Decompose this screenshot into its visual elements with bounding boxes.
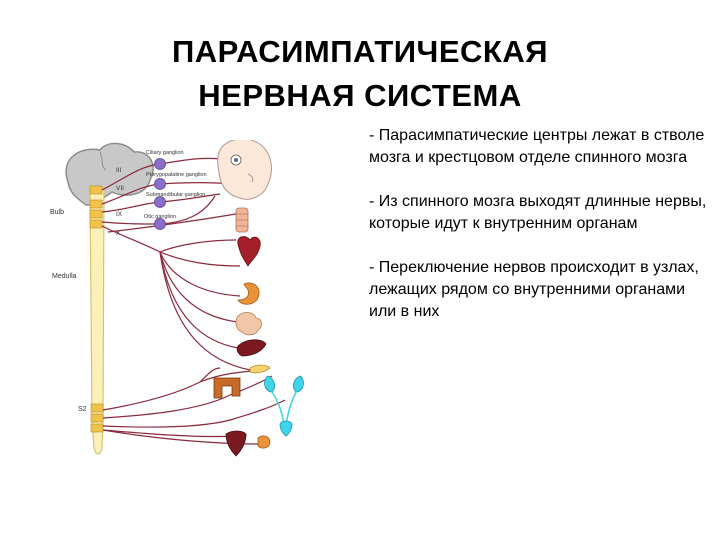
colon-icon bbox=[213, 377, 241, 399]
bullet-list: - Парасимпатические центры лежат в ствол… bbox=[369, 125, 709, 345]
spinal-cord bbox=[89, 187, 105, 455]
parasympathetic-diagram: Bulb Medulla S2 III VII IX X Ciliary gan… bbox=[50, 140, 304, 457]
liver-icon bbox=[236, 339, 267, 357]
brain-icon bbox=[65, 142, 154, 206]
page-title-line-1: ПАРАСИМПАТИЧЕСКАЯ bbox=[171, 34, 548, 69]
sacral-nuclei bbox=[90, 403, 104, 433]
ganglion-label: Ciliary ganglion bbox=[146, 150, 184, 156]
trachea-icon bbox=[235, 207, 249, 233]
bladder-icon bbox=[279, 420, 293, 437]
uterus-icon bbox=[225, 430, 247, 457]
cranial-nerve-label: III bbox=[116, 167, 122, 174]
page-title-line-2: НЕРВНАЯ СИСТЕМА bbox=[198, 78, 522, 113]
pancreas-icon bbox=[249, 364, 271, 374]
reproductive-organ-icon bbox=[257, 435, 271, 449]
medulla-label: Medulla bbox=[52, 273, 77, 280]
s2-label: S2 bbox=[78, 406, 87, 413]
cranial-nerve-label: VII bbox=[116, 185, 124, 192]
head-icon bbox=[217, 140, 272, 200]
bulb-label: Bulb bbox=[50, 209, 64, 216]
intestine-icon bbox=[235, 312, 262, 336]
ganglion-label: Pterygopalatine ganglion bbox=[146, 172, 207, 178]
bullet-item: - Переключение нервов происходит в узлах… bbox=[369, 259, 699, 320]
nerve-pathways bbox=[101, 157, 286, 445]
brainstem-nuclei bbox=[89, 185, 103, 229]
kidney-icon bbox=[264, 375, 304, 425]
bullet-item: - Из спинного мозга выходят длинные нерв… bbox=[369, 193, 707, 232]
ganglion-label: Otic ganglion bbox=[144, 214, 176, 220]
ganglion-label: Submandibular ganglion bbox=[146, 192, 205, 198]
bullet-item: - Парасимпатические центры лежат в ствол… bbox=[369, 127, 705, 166]
cranial-nerve-label: IX bbox=[116, 211, 123, 218]
ganglia bbox=[154, 158, 166, 230]
heart-icon bbox=[237, 236, 261, 267]
stomach-icon bbox=[237, 282, 260, 305]
